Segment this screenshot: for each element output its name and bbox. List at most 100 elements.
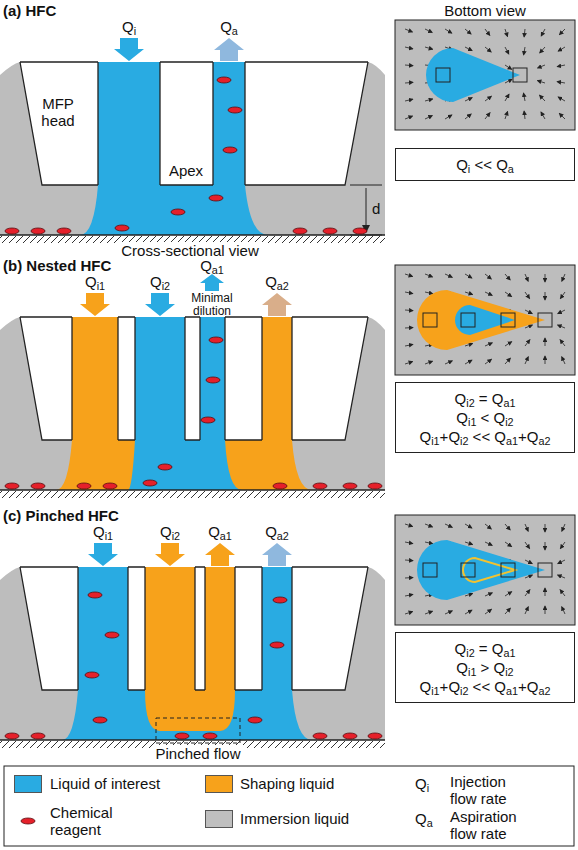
condition-text: Qi << Qa	[400, 155, 570, 174]
drawing-line	[525, 607, 528, 614]
legend-swatch	[205, 775, 233, 793]
legend-text: Liquid of interest	[50, 775, 160, 792]
legend-text: Shaping liquid	[240, 775, 334, 792]
drawing-use	[273, 483, 287, 489]
drawing-use	[273, 597, 287, 603]
drawing-use	[171, 209, 185, 215]
label: d	[372, 200, 380, 217]
drawing-line	[505, 358, 510, 364]
drawing-line	[525, 524, 528, 531]
label: (a) HFC	[3, 2, 56, 19]
drawing-path	[0, 489, 385, 490]
drawing-use	[248, 717, 262, 723]
label: (c) Pinched HFC	[3, 507, 119, 524]
drawing-line	[425, 292, 433, 294]
drawing-line	[485, 343, 492, 346]
drawing-rect	[513, 68, 527, 82]
drawing-path	[426, 48, 520, 102]
drawing-use	[5, 733, 19, 739]
drawing-g	[405, 274, 565, 364]
drawing-line	[541, 29, 545, 36]
drawing-rect	[538, 313, 552, 327]
legend-text: Aspiration flow rate	[450, 808, 535, 842]
drawing-use	[85, 672, 99, 678]
drawing-rect	[538, 563, 552, 577]
drawing-use	[175, 733, 189, 739]
drawing-rect	[423, 313, 437, 327]
label: Qi1	[93, 523, 113, 540]
drawing-use	[103, 483, 117, 489]
label: Qa	[220, 18, 238, 35]
label: MFP head	[30, 95, 86, 129]
legend-swatch	[14, 775, 42, 793]
drawing-use	[143, 480, 157, 486]
drawing-line	[405, 274, 413, 277]
drawing-polygon	[88, 543, 118, 566]
drawing-line	[557, 82, 565, 83]
drawing-line	[465, 542, 473, 545]
drawing-line	[537, 81, 545, 83]
drawing-line	[445, 274, 452, 277]
drawing-path	[0, 317, 385, 490]
drawing-line	[425, 611, 433, 614]
drawing-line	[525, 310, 532, 314]
drawing-line	[405, 612, 413, 614]
drawing-line	[405, 542, 413, 544]
drawing-line	[405, 310, 413, 312]
drawing-g	[395, 515, 575, 625]
drawing-polygon	[145, 293, 175, 316]
drawing-path	[455, 305, 515, 335]
drawing-line	[445, 115, 452, 119]
label: Qa1	[200, 257, 224, 274]
drawing-line	[560, 590, 565, 596]
legend-text: Immersion liquid	[240, 810, 349, 827]
label: Qi	[415, 775, 429, 792]
drawing-line	[405, 29, 412, 32]
drawing-rect	[436, 68, 450, 82]
drawing-line	[465, 274, 472, 278]
drawing-line	[405, 99, 413, 101]
drawing-g	[395, 20, 575, 130]
drawing-line	[405, 577, 413, 579]
drawing-rect	[395, 20, 575, 130]
drawing-line	[485, 113, 490, 119]
drawing-use	[158, 464, 172, 470]
drawing-line	[505, 47, 509, 54]
drawing-rect	[501, 563, 515, 577]
condition-text: Qi1+Qi2 << Qa1+Qa2	[400, 427, 570, 446]
drawing-path	[0, 234, 385, 235]
drawing-line	[405, 116, 413, 119]
label: Qi2	[160, 523, 180, 540]
drawing-line	[485, 359, 492, 364]
drawing-line	[525, 560, 532, 564]
drawing-line	[560, 340, 565, 346]
drawing-path	[463, 558, 515, 582]
legend-text: Injection flow rate	[450, 773, 535, 807]
condition-box: Qi << Qa	[395, 148, 575, 181]
drawing-line	[405, 362, 413, 364]
drawing-use	[368, 733, 382, 739]
condition-text: Qi2 = Qa1	[400, 639, 570, 658]
drawing-line	[541, 112, 545, 119]
drawing-line	[545, 274, 546, 282]
drawing-path	[0, 739, 385, 740]
drawing-line	[545, 588, 546, 596]
drawing-line	[525, 340, 530, 346]
condition-box: Qi2 = Qa1Qi1 < Qi2Qi1+Qi2 << Qa1+Qa2	[395, 382, 575, 453]
drawing-line	[485, 29, 490, 35]
drawing-line	[505, 608, 510, 614]
drawing-use	[88, 592, 102, 598]
drawing-path	[417, 540, 545, 600]
drawing-line	[485, 542, 492, 545]
drawing-line	[558, 97, 565, 101]
drawing-rect	[461, 313, 475, 327]
drawing-line	[557, 65, 565, 67]
condition-text: Qi1 > Qi2	[400, 658, 570, 677]
drawing-line	[425, 47, 433, 49]
drawing-line	[505, 94, 509, 101]
drawing-rect	[0, 491, 385, 498]
drawing-use	[343, 733, 357, 739]
drawing-path	[0, 567, 385, 740]
drawing-use	[217, 77, 231, 83]
